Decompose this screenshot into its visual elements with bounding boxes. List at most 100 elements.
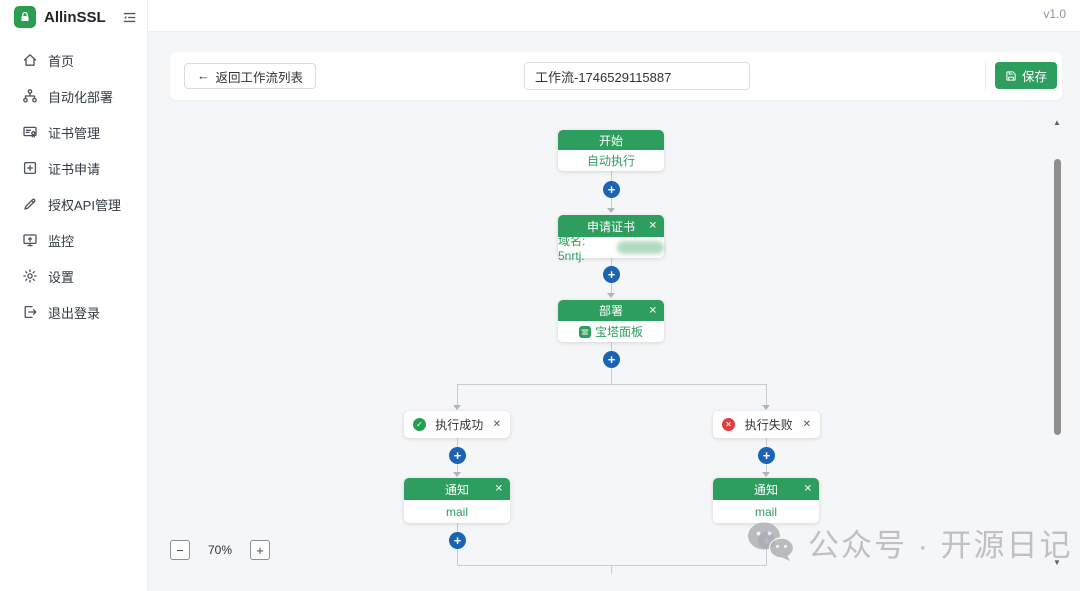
connector-line <box>457 384 767 385</box>
branch-label: 执行成功 <box>435 418 484 432</box>
save-icon <box>1006 70 1016 81</box>
back-button-label: 返回工作流列表 <box>215 70 304 85</box>
workflow-name-input[interactable] <box>524 62 750 90</box>
monitor-icon <box>23 234 37 247</box>
zoom-in-button[interactable]: + <box>250 540 271 560</box>
node-notify-success[interactable]: 通知 ✕ mail <box>404 478 510 523</box>
workflow-editor-canvas: ← 返回工作流列表 保存 + + + <box>148 32 1080 591</box>
success-check-icon: ✓ <box>413 418 426 431</box>
connector-arrow <box>607 208 615 213</box>
close-icon[interactable]: ✕ <box>494 483 503 495</box>
connector-arrow <box>762 405 770 410</box>
add-node-button[interactable]: + <box>449 447 466 464</box>
connector-line <box>611 565 612 574</box>
node-notify-body: mail <box>713 500 819 523</box>
plus-icon: + <box>453 448 462 463</box>
sidebar-item-cert-manage[interactable]: 证书管理 <box>0 114 147 150</box>
node-notify-body: mail <box>404 500 510 523</box>
logo-row: AllinSSL <box>0 0 147 34</box>
version-label: v1.0 <box>1043 7 1066 21</box>
canvas-zoom-controls: − 70% + <box>170 540 271 560</box>
sidebar: AllinSSL 首页 自动化部署 证书管理 证书申请 <box>0 0 148 591</box>
baota-panel-icon <box>578 325 591 338</box>
api-key-icon <box>24 198 36 210</box>
notify-channel: mail <box>754 504 777 519</box>
connector-arrow <box>607 293 615 298</box>
certificate-icon <box>23 126 37 138</box>
add-node-button[interactable]: + <box>603 266 620 283</box>
scroll-down-icon[interactable]: ▼ <box>1053 558 1061 567</box>
sidebar-collapse-icon[interactable] <box>122 10 137 25</box>
redacted-domain <box>616 241 664 254</box>
scrollbar-thumb[interactable] <box>1054 159 1061 435</box>
sidebar-item-cert-apply[interactable]: 证书申请 <box>0 150 147 186</box>
error-cross-icon: ✕ <box>722 418 735 431</box>
plus-icon: + <box>607 267 616 282</box>
node-notify-header: 通知 ✕ <box>404 478 510 500</box>
sidebar-item-logout[interactable]: 退出登录 <box>0 294 147 330</box>
plus-icon: + <box>607 182 616 197</box>
toolbar-divider <box>985 62 986 90</box>
node-title: 申请证书 <box>586 219 635 234</box>
plus-icon: + <box>607 352 616 367</box>
logout-icon <box>24 305 37 319</box>
sidebar-item-label: 首页 <box>48 53 75 69</box>
zoom-out-button[interactable]: − <box>170 540 190 560</box>
node-notify-fail[interactable]: 通知 ✕ mail <box>713 478 819 523</box>
node-title: 通知 <box>444 482 469 497</box>
back-to-workflow-list-button[interactable]: ← 返回工作流列表 <box>184 63 317 89</box>
close-icon[interactable]: ✕ <box>492 419 501 430</box>
node-deploy-header: 部署 ✕ <box>558 300 664 321</box>
node-deploy[interactable]: 部署 ✕ 宝塔面板 <box>558 300 664 342</box>
node-title: 通知 <box>753 482 778 497</box>
close-icon[interactable]: ✕ <box>802 419 811 430</box>
connector-arrow <box>453 405 461 410</box>
sidebar-item-auto-deploy[interactable]: 自动化部署 <box>0 78 147 114</box>
add-node-button[interactable]: + <box>758 532 775 549</box>
topbar: v1.0 <box>148 0 1080 32</box>
add-node-button[interactable]: + <box>603 351 620 368</box>
sidebar-item-settings[interactable]: 设置 <box>0 258 147 294</box>
node-body-text: 自动执行 <box>586 154 635 168</box>
connector-arrow <box>453 472 461 477</box>
scroll-up-icon[interactable]: ▲ <box>1053 118 1061 127</box>
node-apply-cert[interactable]: 申请证书 ✕ 域名: 5nrtj. <box>558 215 664 263</box>
settings-icon <box>23 269 37 283</box>
branch-exec-success[interactable]: ✓ 执行成功 ✕ <box>404 411 510 438</box>
plus-icon: + <box>762 533 771 548</box>
close-icon[interactable]: ✕ <box>648 220 657 232</box>
save-button[interactable]: 保存 <box>995 62 1058 89</box>
node-notify-header: 通知 ✕ <box>713 478 819 500</box>
add-node-button[interactable]: + <box>758 447 775 464</box>
plus-icon: + <box>762 448 771 463</box>
app-logo-lock-icon <box>14 6 36 28</box>
sidebar-item-label: 授权API管理 <box>48 197 121 213</box>
back-arrow-icon: ← <box>197 69 210 83</box>
node-title: 部署 <box>598 304 623 318</box>
node-title: 开始 <box>598 133 623 148</box>
sidebar-item-label: 设置 <box>48 269 75 285</box>
close-icon[interactable]: ✕ <box>648 305 657 316</box>
sidebar-item-label: 退出登录 <box>48 305 101 321</box>
sidebar-item-label: 证书申请 <box>48 161 101 177</box>
add-node-button[interactable]: + <box>449 532 466 549</box>
branch-label: 执行失败 <box>744 418 793 432</box>
node-apply-cert-body: 域名: 5nrtj. <box>558 234 664 263</box>
save-button-label: 保存 <box>1022 70 1048 84</box>
sidebar-item-api-auth[interactable]: 授权API管理 <box>0 186 147 222</box>
watermark-text: 公众号 · 开源日记 <box>808 527 1073 563</box>
sidebar-item-monitor[interactable]: 监控 <box>0 222 147 258</box>
add-node-button[interactable]: + <box>603 181 620 198</box>
node-apply-cert-header: 申请证书 ✕ <box>558 215 664 237</box>
node-start[interactable]: 开始 自动执行 <box>558 130 664 171</box>
sidebar-item-label: 自动化部署 <box>48 89 114 105</box>
connector-line <box>457 384 458 406</box>
minus-icon: − <box>176 542 184 558</box>
sidebar-item-label: 监控 <box>48 233 75 249</box>
sidebar-item-home[interactable]: 首页 <box>0 42 147 78</box>
zoom-level-label: 70% <box>208 543 233 557</box>
close-icon[interactable]: ✕ <box>803 483 812 495</box>
notify-channel: mail <box>445 504 468 519</box>
branch-exec-fail[interactable]: ✕ 执行失败 ✕ <box>713 411 820 438</box>
